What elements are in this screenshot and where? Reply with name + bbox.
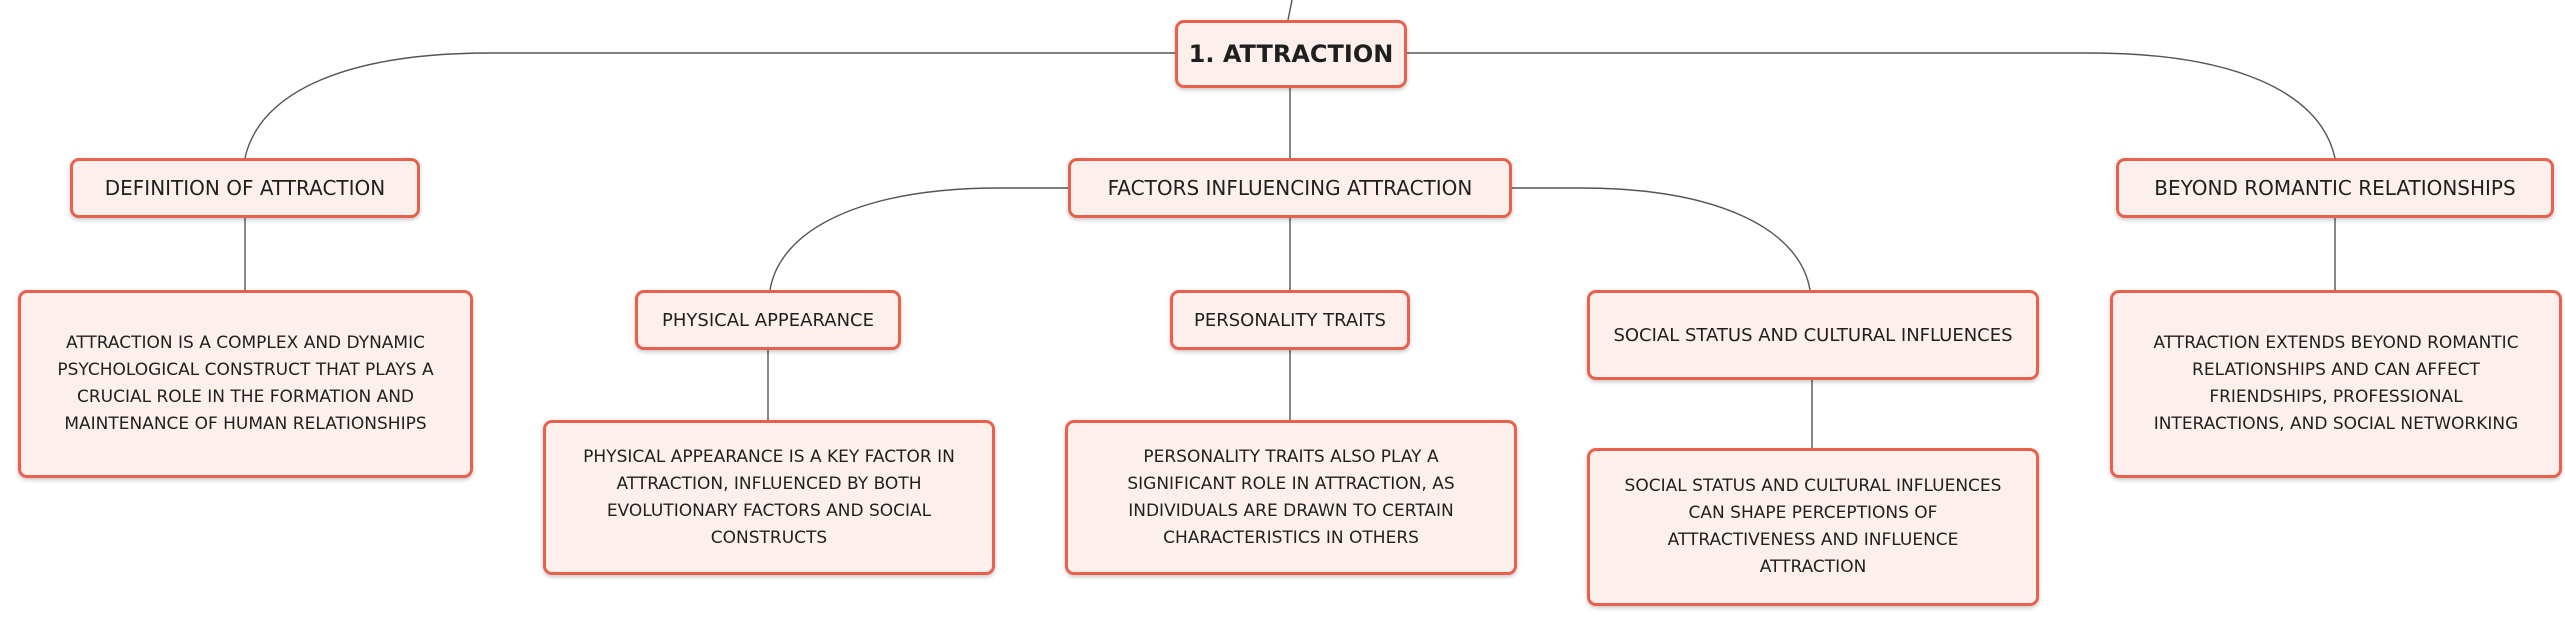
definition-of-attraction-node[interactable]: DEFINITION OF ATTRACTION (70, 158, 420, 218)
connector-root-to-definition (244, 52, 1175, 159)
physical-appearance-label: PHYSICAL APPEARANCE (662, 309, 874, 331)
beyond-description-node[interactable]: ATTRACTION EXTENDS BEYOND ROMANTIC RELAT… (2110, 290, 2562, 478)
social-status-cultural-influences-label: SOCIAL STATUS AND CULTURAL INFLUENCES (1613, 324, 2013, 346)
social-status-description-text: SOCIAL STATUS AND CULTURAL INFLUENCES CA… (1624, 476, 2002, 577)
physical-appearance-node[interactable]: PHYSICAL APPEARANCE (635, 290, 901, 350)
definition-of-attraction-label: DEFINITION OF ATTRACTION (104, 176, 386, 200)
physical-appearance-description-text: PHYSICAL APPEARANCE IS A KEY FACTOR IN A… (583, 446, 955, 548)
beyond-romantic-relationships-node[interactable]: BEYOND ROMANTIC RELATIONSHIPS (2116, 158, 2554, 218)
definition-description-node[interactable]: ATTRACTION IS A COMPLEX AND DYNAMIC PSYC… (18, 290, 473, 478)
connector-factors-to-social (1512, 187, 1811, 291)
factors-influencing-attraction-node[interactable]: FACTORS INFLUENCING ATTRACTION (1068, 158, 1512, 218)
social-status-cultural-influences-node[interactable]: SOCIAL STATUS AND CULTURAL INFLUENCES (1587, 290, 2039, 380)
root-topic-label: 1. ATTRACTION (1188, 40, 1394, 68)
beyond-romantic-relationships-label: BEYOND ROMANTIC RELATIONSHIPS (2154, 176, 2516, 200)
social-status-description-node[interactable]: SOCIAL STATUS AND CULTURAL INFLUENCES CA… (1587, 448, 2039, 606)
physical-appearance-description-node[interactable]: PHYSICAL APPEARANCE IS A KEY FACTOR IN A… (543, 420, 995, 575)
personality-traits-description-text: PERSONALITY TRAITS ALSO PLAY A SIGNIFICA… (1127, 446, 1455, 548)
personality-traits-node[interactable]: PERSONALITY TRAITS (1170, 290, 1410, 350)
personality-traits-label: PERSONALITY TRAITS (1194, 309, 1386, 331)
root-topic-node[interactable]: 1. ATTRACTION (1175, 20, 1407, 88)
connector-root-to-beyond (1407, 52, 2336, 159)
connector-factors-to-physical (769, 187, 1068, 291)
beyond-description-text: ATTRACTION EXTENDS BEYOND ROMANTIC RELAT… (2153, 333, 2519, 434)
factors-influencing-attraction-label: FACTORS INFLUENCING ATTRACTION (1107, 176, 1473, 200)
definition-description-text: ATTRACTION IS A COMPLEX AND DYNAMIC PSYC… (57, 333, 434, 434)
personality-traits-description-node[interactable]: PERSONALITY TRAITS ALSO PLAY A SIGNIFICA… (1065, 420, 1517, 575)
connector-parent-to-root (1287, 0, 1293, 21)
